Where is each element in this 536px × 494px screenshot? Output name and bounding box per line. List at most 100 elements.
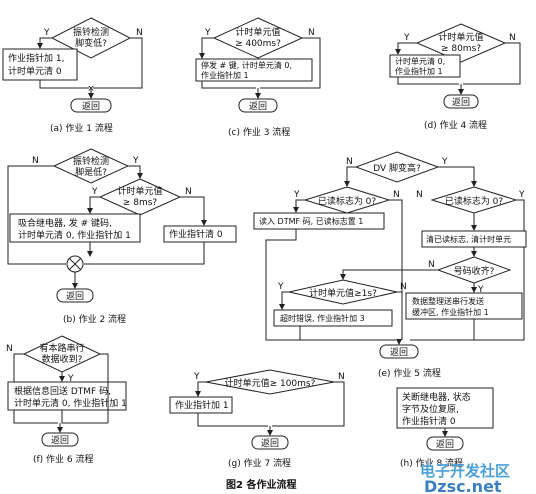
decision-text: 计时单元值 (438, 31, 483, 43)
yes-label: Y (43, 28, 50, 38)
return-terminal (56, 288, 94, 303)
return-label: 返回 (51, 434, 69, 446)
decision-diamond (288, 279, 398, 305)
no-label: N (308, 28, 315, 38)
decision-diamond (212, 17, 304, 59)
process-text: 超时错误, 作业指针加 3 (280, 313, 365, 323)
decision-text: ≥ 8ms? (123, 198, 158, 208)
watermark-text: Dzsc.net (424, 477, 502, 494)
return-label: 返回 (66, 290, 84, 302)
process-box (253, 212, 385, 230)
yes-label: Y (403, 33, 410, 43)
process-text: 计时单元清 0 (8, 65, 62, 77)
no-label: N (346, 157, 353, 167)
yes-label: Y (67, 374, 74, 384)
decision-text: 振铃检测 (73, 155, 109, 167)
process-text: 计时单元清 0, 作业指针加 1 (14, 397, 127, 409)
decision-diamond (415, 23, 507, 63)
no-label: N (416, 190, 423, 200)
decision-text: 号码收齐? (454, 265, 495, 277)
svg-text:×: × (87, 84, 95, 94)
process-text: 字节及位复原, (402, 403, 459, 415)
decision-text: 已读标志为 0? (445, 195, 504, 207)
process-text: 关断继电器, 状态 (402, 391, 471, 403)
yes-label: Y (277, 282, 284, 292)
return-label: 返回 (452, 96, 470, 108)
process-text: 计时单元清 0, 作业指针加 1 (18, 229, 131, 241)
return-terminal (238, 98, 278, 113)
no-label: N (400, 282, 407, 292)
process-box (405, 292, 523, 320)
decision-text: 计时单元值 (235, 26, 280, 38)
decision-text: ≥ 400ms? (235, 39, 281, 49)
no-label: N (32, 156, 39, 166)
no-label: N (6, 344, 13, 354)
process-box (195, 58, 313, 82)
caption-h: (h) 作业 8 流程 (400, 457, 463, 469)
return-terminal (426, 436, 464, 451)
flow-d-job4: 计时单元值 ≥ 80ms? Y N 计时单元清 0, 作业指针加 1 返回 (d… (389, 23, 521, 131)
return-terminal (251, 435, 289, 450)
no-label: N (338, 372, 345, 382)
decision-diamond (52, 148, 130, 184)
caption-c: (c) 作业 3 流程 (228, 126, 290, 138)
caption-a: (a) 作业 1 流程 (50, 122, 113, 134)
decision-text: 脚是低? (75, 166, 107, 178)
no-label: N (185, 187, 192, 197)
decision-text: 计时单元值 (117, 185, 162, 197)
process-text: 数据整理送串行发送 (412, 296, 484, 306)
yes-label: Y (477, 285, 484, 295)
flow-h-job8: 关断继电器, 状态 字节及位复原, 作业指针清 0 返回 (h) 作业 8 流程 (396, 387, 494, 469)
decision-diamond (22, 335, 102, 373)
return-label: 返回 (390, 346, 408, 358)
yes-label: Y (132, 156, 139, 166)
decision-text: 计时单元值≥ 100ms? (225, 377, 316, 389)
return-terminal (443, 94, 479, 109)
decision-text: 数据收到? (42, 353, 83, 365)
flow-f-job6: 有本路串行 数据收到? N Y 根据信息回送 DTMF 码, 计时单元清 0, … (6, 335, 127, 465)
flow-e-job5: DV 脚变高? N Y 已读标志为 0? Y N 已读标志为 0? N Y 读入… (253, 151, 527, 379)
figure-caption: 图2 各作业流程 (226, 478, 296, 491)
process-text: 吸合继电器, 发 # 键码, (18, 217, 112, 229)
process-text: 作业指针清 0 (169, 228, 223, 240)
process-text: 作业指针加 1, (8, 52, 64, 64)
decision-text: 有本路串行 (39, 342, 84, 354)
no-label: N (509, 33, 516, 43)
process-text: 作业指针加 1 (175, 399, 229, 411)
yes-label: Y (204, 28, 211, 38)
caption-f: (f) 作业 6 流程 (33, 453, 94, 465)
process-box (163, 225, 237, 243)
process-text: 作业指针加 1 (201, 70, 249, 80)
process-box (169, 396, 233, 414)
return-terminal (70, 98, 112, 113)
return-label: 返回 (261, 437, 279, 449)
no-label: N (136, 28, 143, 38)
yes-label: Y (518, 190, 525, 200)
process-box (7, 381, 127, 411)
process-text: 计时单元清 0, (395, 56, 445, 66)
decision-text: ≥ 80ms? (441, 44, 481, 54)
flow-b-job2: 振铃检测 脚是低? N Y 计时单元值 ≥ 8ms? Y N 吸合继电器, 发 … (7, 148, 237, 325)
yes-label: Y (441, 157, 448, 167)
decision-text: 振铃检测 (73, 26, 109, 38)
decision-diamond (205, 369, 335, 395)
process-text: 作业指针加 1 (395, 66, 443, 76)
process-text: 停发 # 键, 计时单元清 0, (201, 60, 292, 70)
process-text: 读入 DTMF 码, 已读标志置 1 (259, 216, 363, 226)
decision-diamond (98, 178, 182, 216)
decision-diamond (50, 17, 132, 59)
return-terminal (41, 432, 79, 447)
caption-b: (b) 作业 2 流程 (63, 313, 126, 325)
decision-text: 计时单元值≥1s? (309, 287, 377, 299)
caption-d: (d) 作业 4 流程 (424, 119, 487, 131)
decision-text: DV 脚变高? (373, 162, 421, 174)
caption-g: (g) 作业 7 流程 (228, 457, 291, 469)
decision-text: 脚变低? (75, 37, 107, 49)
yes-label: Y (91, 187, 98, 197)
watermark-text: 电子开发社区 (420, 462, 510, 480)
return-label: 返回 (249, 100, 267, 112)
process-text: 作业指针清 0 (402, 415, 456, 427)
flow-a-job1: 振铃检测 脚变低? Y N 作业指针加 1, 计时单元清 0 × 返回 (a) … (2, 17, 143, 134)
process-box (9, 213, 141, 243)
